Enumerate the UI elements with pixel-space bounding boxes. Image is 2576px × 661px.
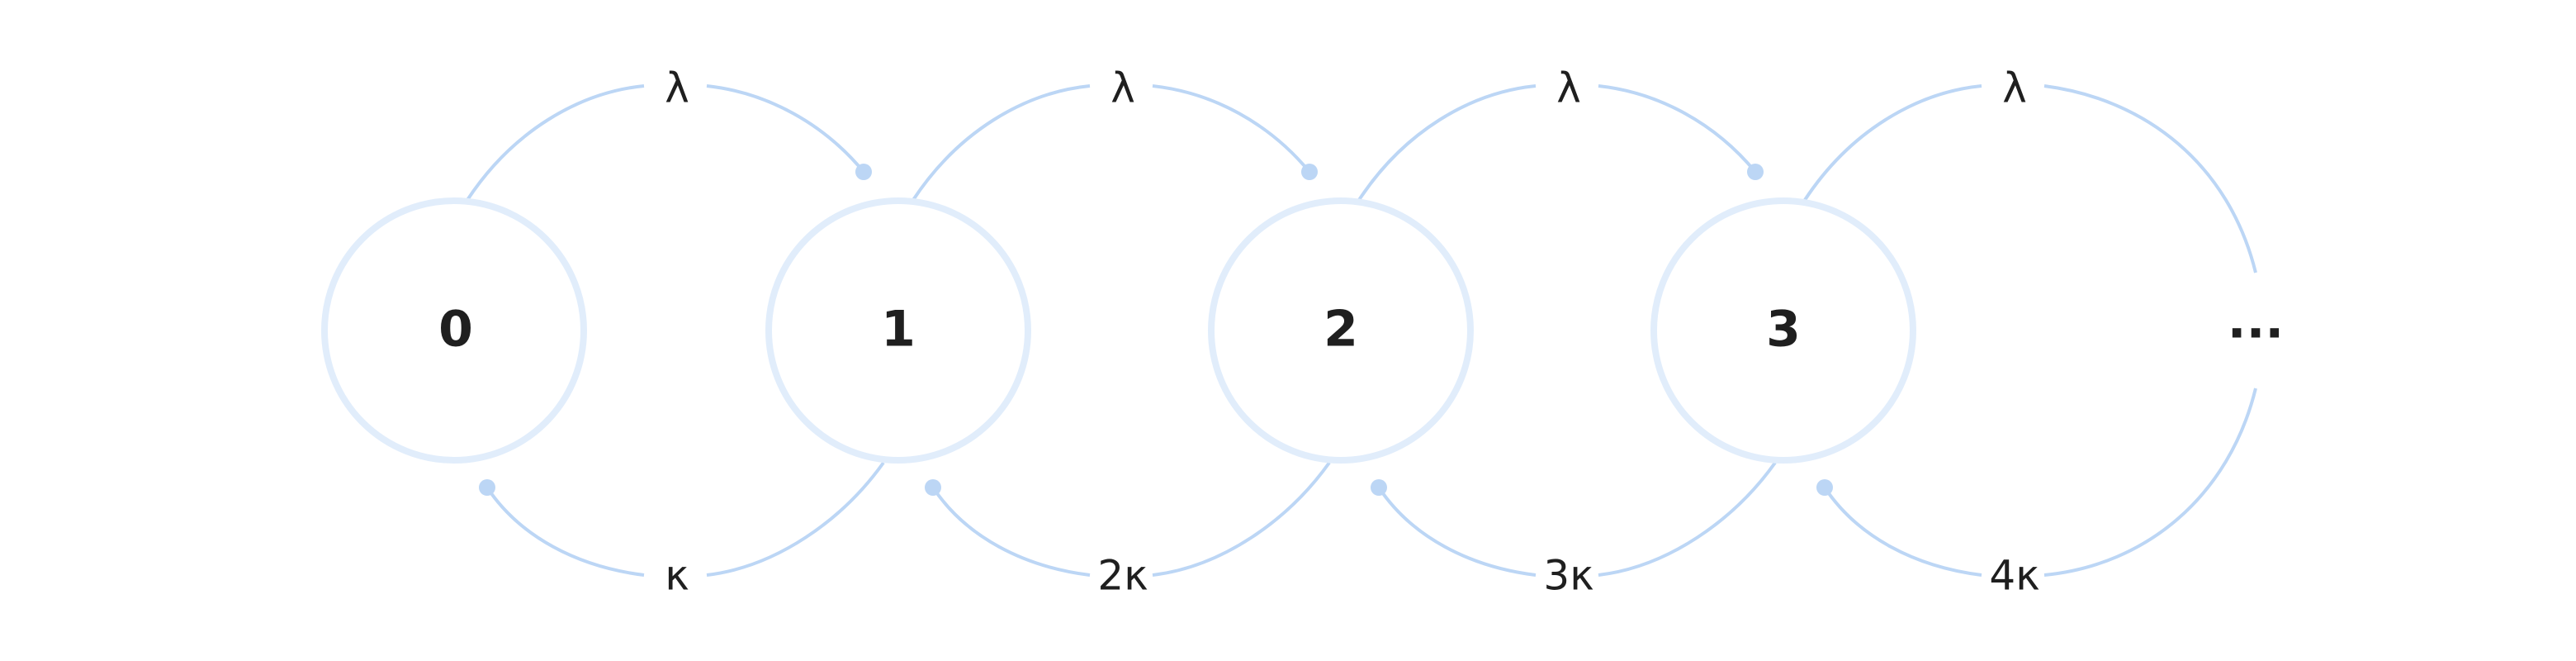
state-nodes: 0 1 2 3 ... [321, 197, 2284, 464]
state-node-0 [321, 197, 587, 464]
death-rate-label-3: 4κ [1989, 552, 2039, 600]
death-arc-3-to-2 [1598, 461, 1777, 577]
state-node-1 [765, 197, 1031, 464]
death-arc-1-to-0-end [485, 486, 645, 577]
state-node-3 [1650, 197, 1916, 464]
continuation-ellipsis: ... [2228, 292, 2284, 350]
birth-arcs [466, 84, 2257, 273]
state-label-0: 0 [438, 301, 473, 359]
death-arc-more-to-3 [2043, 388, 2257, 577]
death-arcs [479, 388, 2257, 577]
birth-arrowhead-3 [1747, 164, 1764, 180]
birth-rate-label-0: λ [665, 64, 689, 112]
death-arrowhead-3 [1816, 479, 1833, 496]
state-node-2 [1208, 197, 1474, 464]
state-label-1: 1 [881, 301, 916, 359]
death-rate-label-0: κ [665, 552, 689, 600]
death-arc-2-to-1 [1152, 461, 1331, 577]
birth-arrowhead-1 [855, 164, 872, 180]
state-label-3: 3 [1766, 301, 1801, 359]
death-rate-label-2: 3κ [1543, 552, 1593, 600]
death-arc-1-to-0 [706, 461, 885, 577]
birth-rate-label-3: λ [2002, 64, 2027, 112]
death-arc-2-to-1-end [931, 486, 1091, 577]
birth-arc-2-to-3 [1357, 84, 1537, 202]
birth-arc-1-to-2-end [1152, 84, 1311, 174]
birth-arc-2-to-3-end [1598, 84, 1757, 174]
death-arrowhead-2 [1371, 479, 1387, 496]
birth-rate-labels: λ λ λ λ [665, 64, 2027, 112]
birth-rate-label-1: λ [1110, 64, 1135, 112]
birth-arc-0-to-1-end [706, 84, 865, 174]
state-label-2: 2 [1324, 301, 1358, 359]
birth-arrowhead-2 [1301, 164, 1318, 180]
birth-arc-3-to-more-end [2043, 84, 2257, 273]
death-arc-3-to-2-end [1377, 486, 1537, 577]
death-rate-labels: κ 2κ 3κ 4κ [665, 552, 2039, 600]
death-rate-label-1: 2κ [1097, 552, 1148, 600]
birth-arc-1-to-2 [912, 84, 1091, 202]
birth-arc-3-to-more [1803, 84, 1982, 202]
birth-rate-label-2: λ [1556, 64, 1581, 112]
death-arrowhead-0 [479, 479, 495, 496]
death-arc-more-to-3-end [1823, 486, 1982, 577]
death-arrowhead-1 [925, 479, 941, 496]
birth-arc-0-to-1 [466, 84, 645, 202]
